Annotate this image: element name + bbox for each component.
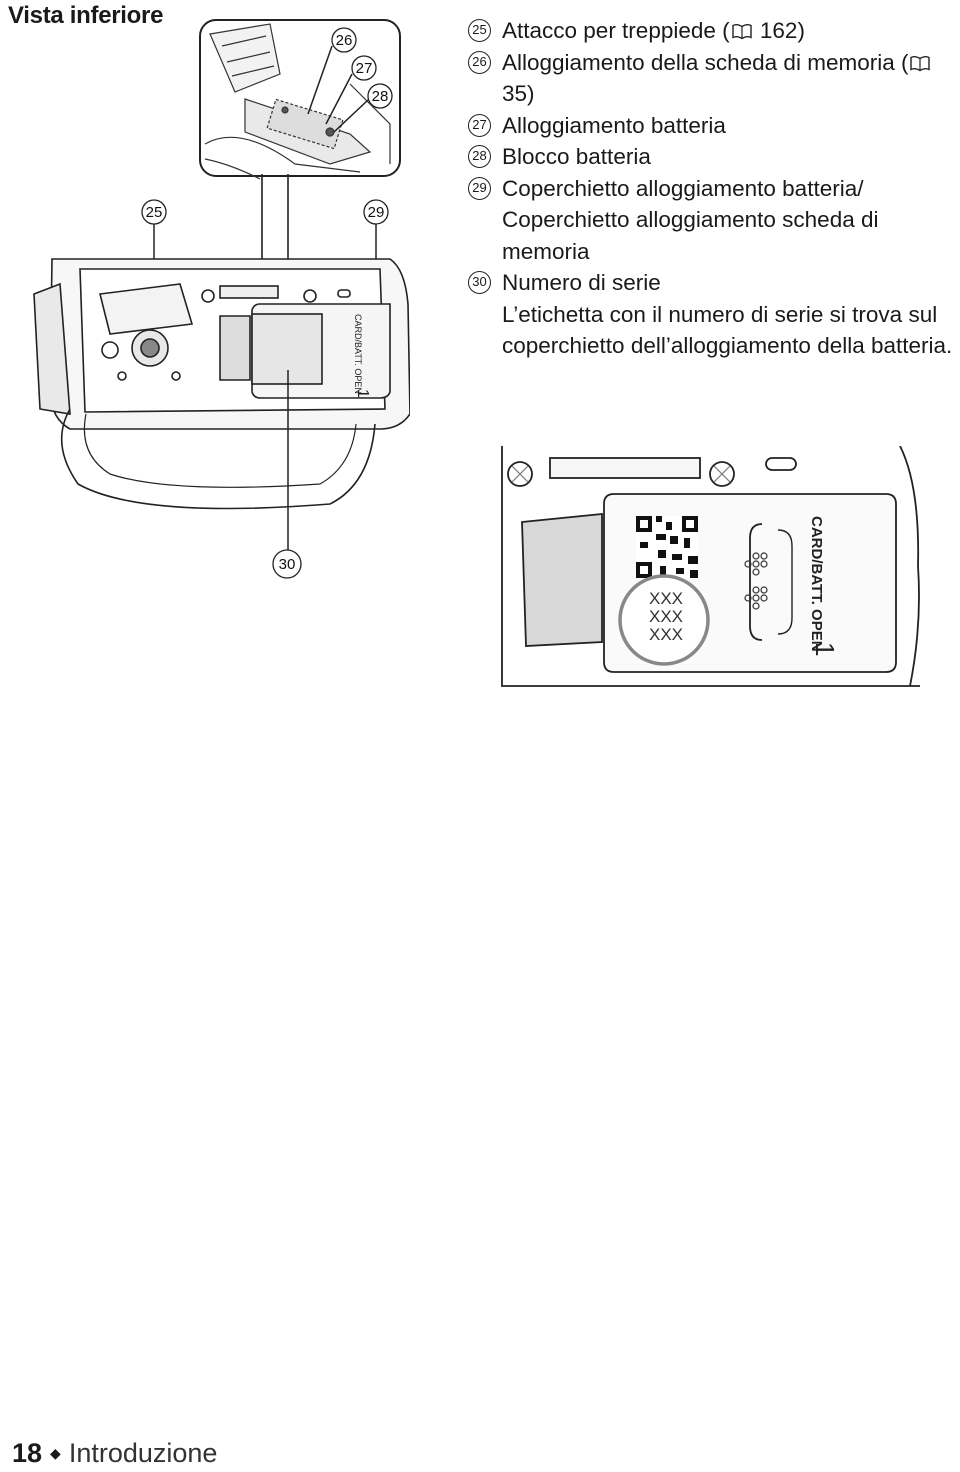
page-ref[interactable]: 162 xyxy=(759,18,798,43)
item-text: Attacco per treppiede ( xyxy=(502,18,730,43)
serial-mark-3: XXX xyxy=(649,625,683,644)
book-icon xyxy=(731,24,752,40)
item-number: 29 xyxy=(468,176,491,200)
callout-26: 26 xyxy=(336,32,353,49)
item-number: 28 xyxy=(468,145,491,168)
list-item-30: 30 Numero di serie L’etichetta con il nu… xyxy=(468,267,958,362)
section-title: Vista inferiore xyxy=(8,2,164,29)
serial-mark-1: XXX xyxy=(649,589,683,608)
item-number: 26 xyxy=(468,50,491,74)
battery-cover-detail-illustration: XXX XXX XXX CARD/BATT. OPEN 1 xyxy=(501,446,920,687)
cover-label-small: CARD/BATT. OPEN xyxy=(353,314,363,394)
callout-30: 30 xyxy=(279,556,296,573)
chapter-name: Introduzione xyxy=(68,1438,218,1468)
item-text-end: ) xyxy=(797,18,805,43)
item-number: 25 xyxy=(468,19,491,42)
callout-29: 29 xyxy=(368,204,385,221)
component-list: 25 Attacco per treppiede ( 162) 26 Allog… xyxy=(468,15,958,362)
item-number: 27 xyxy=(468,113,491,137)
list-item-27: 27 Alloggiamento batteria xyxy=(468,110,958,142)
item-description: L’etichetta con il numero di serie si tr… xyxy=(502,301,953,359)
cover-label: CARD/BATT. OPEN xyxy=(808,516,825,652)
separator-icon: ◆ xyxy=(50,1445,61,1461)
arrow-digit: 1 xyxy=(810,642,840,656)
item-text: Alloggiamento batteria xyxy=(502,112,726,138)
list-item-25: 25 Attacco per treppiede ( 162) xyxy=(468,15,958,47)
item-text: Numero di serie xyxy=(502,270,661,295)
callout-27: 27 xyxy=(356,60,373,77)
item-text: Coperchietto alloggiamento batteria/ Cop… xyxy=(502,175,879,264)
callout-28: 28 xyxy=(372,88,389,105)
item-text-end: ) xyxy=(527,81,535,106)
page-footer: 18 ◆ Introduzione xyxy=(12,1438,217,1469)
book-icon xyxy=(910,55,931,71)
item-number: 30 xyxy=(468,271,491,294)
item-text: Alloggiamento della scheda di memoria ( xyxy=(502,49,909,75)
list-item-28: 28 Blocco batteria xyxy=(468,141,958,173)
list-item-26: 26 Alloggiamento della scheda di memoria… xyxy=(468,47,958,110)
serial-mark-2: XXX xyxy=(649,607,683,626)
arrow-digit-small: 1 xyxy=(354,389,371,398)
qr-code-icon xyxy=(636,516,698,578)
page-ref[interactable]: 35 xyxy=(502,81,528,106)
camera-bottom-view-illustration: 26 27 28 25 29 CARD/BATT. OPEN 1 xyxy=(33,19,410,579)
item-text: Blocco batteria xyxy=(502,144,651,169)
list-item-29: 29 Coperchietto alloggiamento batteria/ … xyxy=(468,173,958,268)
page-number: 18 xyxy=(12,1438,43,1468)
callout-25: 25 xyxy=(146,204,163,221)
